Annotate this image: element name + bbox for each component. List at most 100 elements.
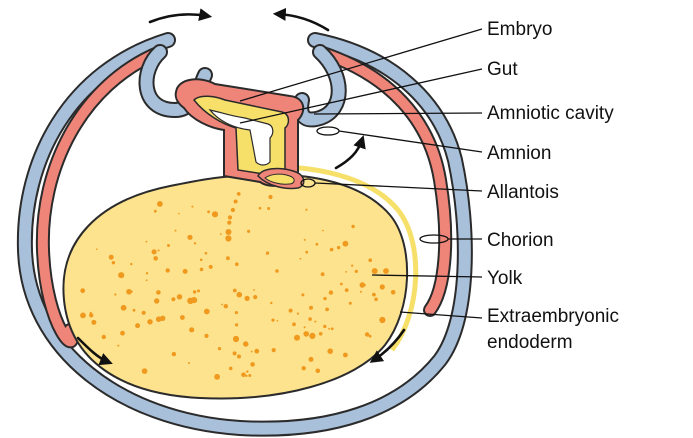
yolk-speckle bbox=[117, 345, 119, 347]
yolk-speckle bbox=[233, 351, 237, 355]
yolk-speckle bbox=[146, 279, 148, 281]
yolk-speckle bbox=[80, 288, 85, 293]
yolk-speckle bbox=[305, 251, 308, 254]
yolk-speckle bbox=[272, 348, 276, 352]
yolk-speckle bbox=[253, 295, 257, 299]
yolk-speckle bbox=[220, 233, 222, 235]
leader-embryo bbox=[240, 29, 482, 101]
yolk-speckle bbox=[251, 351, 253, 353]
yolk-speckle bbox=[248, 374, 251, 377]
yolk-speckle bbox=[372, 293, 376, 297]
arrow-top-right bbox=[278, 14, 328, 30]
yolk-speckle bbox=[205, 252, 208, 255]
yolk-speckle bbox=[126, 289, 130, 293]
yolk-speckle bbox=[314, 321, 316, 323]
yolk-speckle bbox=[175, 230, 177, 232]
yolk-speckle bbox=[112, 261, 115, 264]
yolk-speckle bbox=[368, 258, 372, 262]
yolk-speckle bbox=[303, 331, 309, 337]
yolk-speckle bbox=[237, 355, 241, 359]
yolk-speckle bbox=[90, 312, 92, 314]
yolk-speckle bbox=[135, 323, 140, 328]
yolk-speckle bbox=[355, 270, 358, 273]
yolk-speckle bbox=[180, 315, 185, 320]
yolk-speckle bbox=[302, 366, 306, 370]
yolk-speckle bbox=[345, 271, 347, 273]
yolk-speckle bbox=[343, 353, 348, 358]
yolk-speckle bbox=[372, 268, 378, 274]
yolk-speckle bbox=[189, 327, 194, 332]
yolk-speckle bbox=[304, 326, 306, 328]
yolk-speckle bbox=[305, 209, 307, 211]
yolk-speckle bbox=[345, 288, 349, 292]
yolk-speckle bbox=[323, 325, 326, 328]
yolk-speckle bbox=[204, 334, 208, 338]
yolk-speckle bbox=[183, 269, 188, 274]
label-chorion: Chorion bbox=[487, 230, 554, 251]
yolk-speckle bbox=[197, 289, 200, 292]
yolk-speckle bbox=[130, 263, 132, 265]
yolk-speckle bbox=[235, 311, 238, 314]
yolk-speckle bbox=[178, 213, 180, 215]
yolk-speckle bbox=[142, 311, 146, 315]
yolk-speckle bbox=[233, 336, 239, 342]
yolk-speckle bbox=[193, 290, 196, 293]
arrow-top-left bbox=[150, 14, 207, 22]
yolk-speckle bbox=[327, 348, 333, 354]
yolk-speckle bbox=[277, 320, 279, 322]
yolk-speckle bbox=[218, 347, 221, 350]
yolk-speckle bbox=[241, 373, 246, 378]
yolk-speckle bbox=[187, 235, 192, 240]
yolk-speckle bbox=[194, 242, 196, 244]
yolk-speckle bbox=[351, 265, 353, 267]
yolk-speckle bbox=[253, 289, 255, 291]
yolk-speckle bbox=[309, 306, 313, 310]
yolk-speckle bbox=[237, 192, 241, 196]
yolk-speckle bbox=[154, 298, 159, 303]
label-amnion: Amnion bbox=[487, 143, 551, 164]
yolk-speckle bbox=[172, 352, 176, 356]
yolk-speckle bbox=[391, 290, 396, 295]
yolk-speckle bbox=[247, 230, 250, 233]
yolk-speckle bbox=[226, 256, 230, 260]
yolk-speckle bbox=[212, 211, 218, 217]
yolk-speckle bbox=[234, 200, 238, 204]
yolk-speckle bbox=[228, 215, 232, 219]
yolk-speckle bbox=[191, 206, 193, 208]
arrow-amnion bbox=[336, 140, 362, 168]
yolk-speckle bbox=[214, 374, 220, 380]
yolk-speckle bbox=[250, 362, 255, 367]
yolk-speckle bbox=[316, 369, 321, 374]
yolk-speckle bbox=[323, 297, 326, 300]
yolk-speckle bbox=[365, 332, 369, 336]
yolk-speckle bbox=[109, 255, 114, 260]
yolk-speckle bbox=[157, 201, 163, 207]
yolk-speckle bbox=[304, 239, 306, 241]
yolk-speckle bbox=[226, 229, 232, 235]
yolk-speckle bbox=[360, 291, 362, 293]
yolk-speckle bbox=[96, 248, 98, 250]
yolk-speckle bbox=[330, 248, 334, 252]
yolk-speckle bbox=[340, 283, 343, 286]
yolk-speckle bbox=[337, 246, 340, 249]
yolk-speckle bbox=[237, 292, 243, 298]
yolk-speckle bbox=[275, 269, 279, 273]
yolk-speckle bbox=[133, 309, 136, 312]
yolk-speckle bbox=[235, 323, 238, 326]
yolk-speckle bbox=[207, 210, 210, 213]
yolk-speckle bbox=[301, 293, 304, 296]
yolk-speckle bbox=[142, 368, 148, 374]
label-amniotic-cavity: Amniotic cavity bbox=[487, 103, 614, 124]
yolk-speckle bbox=[321, 272, 325, 276]
yolk-speckle bbox=[374, 298, 378, 302]
yolk-speckle bbox=[118, 272, 124, 278]
yolk-speckle bbox=[380, 284, 385, 289]
yolk-speckle bbox=[158, 249, 160, 251]
yolk-speckle bbox=[156, 316, 162, 322]
yolk-speckle bbox=[225, 235, 231, 241]
label-embryo: Embryo bbox=[487, 19, 552, 40]
yolk-speckle bbox=[246, 370, 248, 372]
yolk-speckle bbox=[308, 317, 312, 321]
yolk-speckle bbox=[154, 210, 157, 213]
